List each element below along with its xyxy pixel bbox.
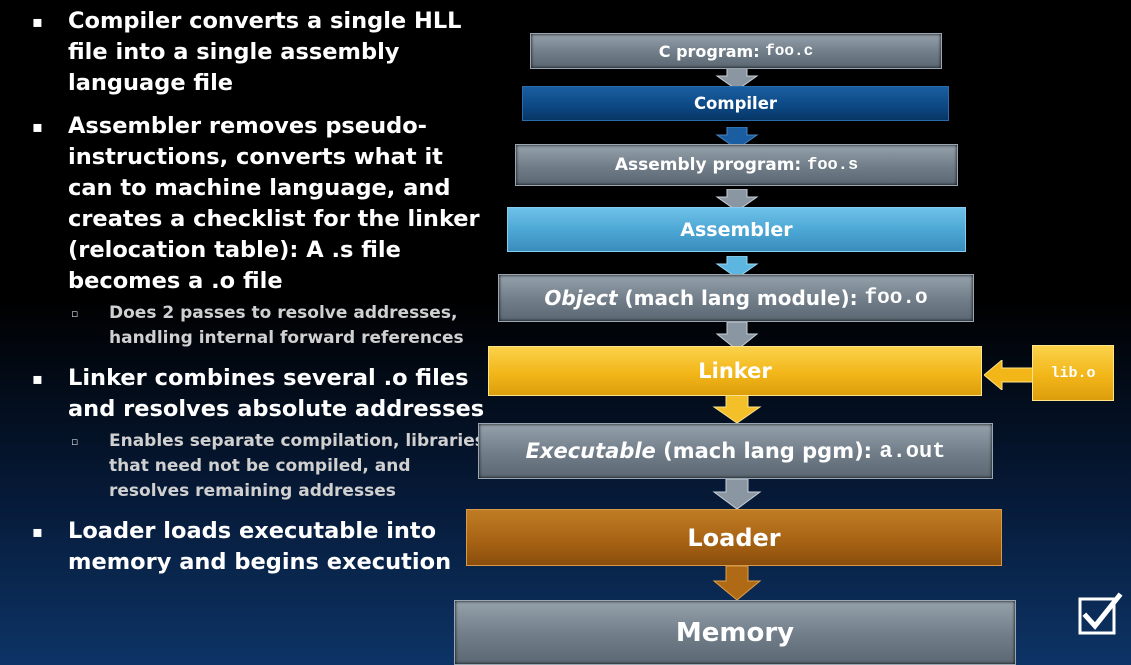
- bullet-linker: ▪ Linker combines several .o files and r…: [30, 363, 485, 504]
- stage-label: Assembler: [680, 218, 793, 241]
- stage-compiler: Compiler: [522, 86, 949, 121]
- stage-label: (mach lang module):: [617, 286, 865, 310]
- bullet-marker-icon: ▪: [32, 117, 43, 136]
- sub-bullet-separate-compilation: ▫ Enables separate compilation, librarie…: [30, 429, 485, 504]
- bullet-loader: ▪ Loader loads executable into memory an…: [30, 516, 485, 578]
- stage-file: foo.c: [765, 42, 814, 60]
- stage-c-program: C program: foo.c: [530, 33, 942, 69]
- stage-label: Memory: [675, 617, 795, 648]
- stage-linker: Linker: [488, 346, 982, 396]
- bullet-text: Compiler converts a single HLL file into…: [68, 8, 462, 96]
- bullet-list: ▪ Compiler converts a single HLL file in…: [30, 6, 485, 590]
- sub-bullet-marker-icon: ▫: [71, 435, 79, 448]
- arrow-down-icon: [715, 256, 759, 278]
- bullet-marker-icon: ▪: [32, 12, 43, 31]
- bullet-text: Linker combines several .o files and res…: [68, 365, 485, 422]
- stage-label: Loader: [687, 523, 781, 552]
- arrow-left-icon: [984, 360, 1036, 390]
- stage-file: a.out: [879, 438, 946, 464]
- arrow-down-icon: [715, 322, 759, 350]
- stage-label: Linker: [698, 359, 772, 383]
- bullet-text: Assembler removes pseudo-instructions, c…: [68, 113, 480, 294]
- sub-bullet-two-passes: ▫ Does 2 passes to resolve addresses, ha…: [30, 301, 485, 351]
- arrow-down-icon: [712, 395, 762, 423]
- bullet-marker-icon: ▪: [32, 369, 43, 388]
- stage-file: foo.s: [807, 155, 859, 175]
- arrow-down-icon: [715, 189, 759, 211]
- sub-bullet-marker-icon: ▫: [71, 307, 79, 320]
- library-file: lib.o: [1050, 364, 1096, 382]
- stage-label: (mach lang pgm):: [655, 439, 880, 463]
- bullet-compiler: ▪ Compiler converts a single HLL file in…: [30, 6, 485, 99]
- stage-memory: Memory: [454, 600, 1016, 665]
- stage-file: foo.o: [864, 286, 928, 310]
- stage-label-italic: Executable: [525, 439, 656, 463]
- checkbox-icon: [1078, 592, 1123, 635]
- sub-bullet-text: Does 2 passes to resolve addresses, hand…: [109, 303, 464, 348]
- arrow-down-icon: [712, 479, 762, 509]
- arrow-down-icon: [715, 68, 759, 90]
- arrow-down-icon: [715, 127, 759, 149]
- stage-label: Compiler: [693, 94, 778, 113]
- bullet-assembler: ▪ Assembler removes pseudo-instructions,…: [30, 111, 485, 351]
- bullet-text: Loader loads executable into memory and …: [68, 518, 452, 575]
- bullet-marker-icon: ▪: [32, 522, 43, 541]
- stage-label: C program:: [658, 41, 766, 61]
- stage-label-italic: Object: [544, 286, 618, 310]
- arrow-down-icon: [712, 566, 762, 600]
- stage-assembler: Assembler: [507, 207, 966, 252]
- stage-assembly-program: Assembly program: foo.s: [515, 144, 958, 186]
- stage-executable: Executable (mach lang pgm): a.out: [478, 423, 993, 479]
- sub-bullet-text: Enables separate compilation, libraries …: [109, 431, 485, 501]
- stage-label: Assembly program:: [614, 155, 808, 175]
- library-file-box: lib.o: [1032, 345, 1114, 401]
- stage-object: Object (mach lang module): foo.o: [498, 274, 974, 322]
- stage-loader: Loader: [466, 509, 1002, 566]
